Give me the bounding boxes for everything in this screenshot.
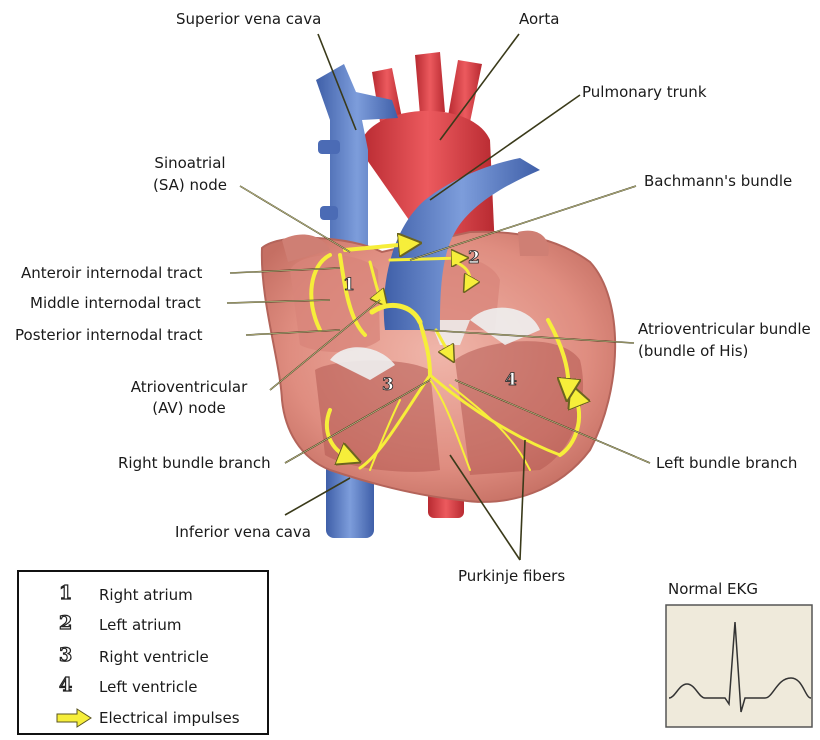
legend-label: Left atrium	[99, 616, 182, 634]
chamber-number-1: 1	[343, 275, 355, 295]
label-sa-node-line1: Sinoatrial	[132, 154, 248, 173]
chamber-number-3: 3	[382, 375, 394, 395]
legend-number: 3	[59, 644, 72, 666]
label-av-bundle-line2: (bundle of His)	[638, 342, 748, 361]
legend-label: Left ventricle	[99, 678, 197, 696]
label-av-node-line1: Atrioventricular	[114, 378, 264, 397]
legend-number: 4	[59, 674, 72, 696]
legend-number: 2	[59, 612, 72, 634]
ekg-title: Normal EKG	[668, 580, 758, 598]
legend-label: Electrical impulses	[99, 709, 240, 727]
legend-box: 1 Right atrium 2 Left atrium 3 Right ven…	[17, 570, 269, 735]
legend-label: Right ventricle	[99, 648, 209, 666]
legend-label: Right atrium	[99, 586, 193, 604]
chamber-number-2: 2	[468, 248, 480, 268]
legend-item-right-ventricle: 3 Right ventricle	[19, 642, 267, 670]
label-left-bundle-branch: Left bundle branch	[656, 454, 797, 473]
label-superior-vena-cava: Superior vena cava	[176, 10, 321, 29]
legend-item-left-atrium: 2 Left atrium	[19, 610, 267, 638]
label-purkinje-fibers: Purkinje fibers	[458, 567, 565, 586]
label-anterior-internodal-tract: Anteroir internodal tract	[21, 264, 202, 283]
legend-item-electrical-impulses: Electrical impulses	[19, 703, 267, 731]
label-pulmonary-trunk: Pulmonary trunk	[582, 83, 707, 102]
ekg-trace-panel	[665, 604, 813, 728]
chamber-number-4: 4	[505, 370, 517, 390]
label-sa-node-line2: (SA) node	[132, 176, 248, 195]
label-inferior-vena-cava: Inferior vena cava	[175, 523, 311, 542]
label-bachmanns-bundle: Bachmann's bundle	[644, 172, 792, 191]
label-right-bundle-branch: Right bundle branch	[118, 454, 271, 473]
label-posterior-internodal-tract: Posterior internodal tract	[15, 326, 202, 345]
yellow-arrow-icon	[55, 707, 95, 729]
label-aorta: Aorta	[519, 10, 559, 29]
legend-number: 1	[59, 582, 72, 604]
legend-item-left-ventricle: 4 Left ventricle	[19, 672, 267, 700]
label-av-node-line2: (AV) node	[114, 399, 264, 418]
legend-item-right-atrium: 1 Right atrium	[19, 580, 267, 608]
label-av-bundle-line1: Atrioventricular bundle	[638, 320, 811, 339]
label-middle-internodal-tract: Middle internodal tract	[30, 294, 201, 313]
